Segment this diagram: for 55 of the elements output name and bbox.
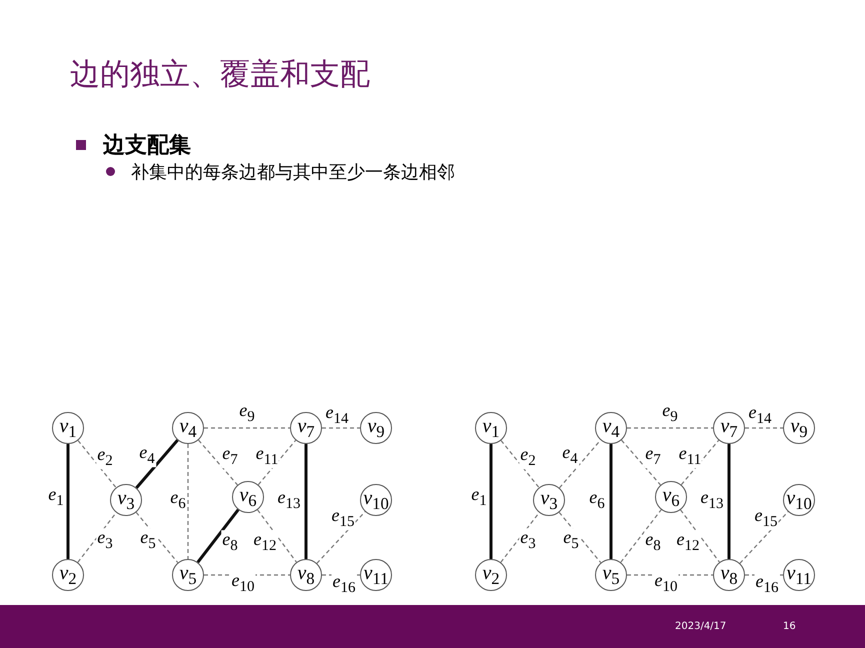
vertex-circle: v$_{4}$ — [595, 412, 627, 444]
vertex-circle: v$_{8}$ — [290, 559, 322, 591]
graph-edge — [610, 444, 612, 559]
vertex-circle: v$_{6}$ — [232, 481, 264, 513]
page-number: 16 — [783, 621, 796, 632]
graph-edge — [680, 509, 720, 563]
graph-edge — [135, 439, 179, 489]
date-text: 2023/4/17 — [675, 621, 726, 632]
vertex-circle: v$_{2}$ — [52, 559, 84, 591]
vertex-circle: v$_{9}$ — [783, 412, 815, 444]
vertex-circle: v$_{10}$ — [783, 484, 815, 516]
vertex-circle: v$_{11}$ — [360, 559, 392, 591]
graph-edge — [627, 427, 713, 429]
graph-edge — [680, 440, 720, 486]
graph-edge — [66, 444, 70, 559]
graph-edge — [490, 444, 492, 559]
bullet-heading: 边支配集 — [103, 132, 191, 160]
graph-edge — [620, 509, 662, 563]
graph-edge — [258, 440, 296, 486]
graph-edge — [77, 512, 117, 563]
graph-edge — [204, 427, 290, 429]
slide-title: 边的独立、覆盖和支配 — [70, 56, 370, 94]
vertex-circle: v$_{10}$ — [360, 484, 392, 516]
graph-edge — [322, 427, 360, 429]
vertex-circle: v$_{5}$ — [172, 559, 204, 591]
graph-edge — [558, 440, 602, 488]
vertex-circle: v$_{7}$ — [713, 412, 745, 444]
graph-edge — [728, 444, 730, 559]
vertex-circle: v$_{3}$ — [110, 484, 142, 516]
graph-edge — [257, 509, 297, 563]
vertex-circle: v$_{6}$ — [655, 481, 687, 513]
bullet-text: 补集中的每条边都与其中至少一条边相邻 — [131, 161, 455, 184]
vertex-circle: v$_{9}$ — [360, 412, 392, 444]
vertex-circle: v$_{1}$ — [52, 412, 84, 444]
vertex-circle: v$_{1}$ — [475, 412, 507, 444]
vertex-circle: v$_{8}$ — [713, 559, 745, 591]
vertex-circle: v$_{3}$ — [533, 484, 565, 516]
vertex-circle: v$_{2}$ — [475, 559, 507, 591]
graph-edge — [621, 440, 661, 486]
graph-edge — [500, 440, 540, 488]
vertex-circle: v$_{4}$ — [172, 412, 204, 444]
graph-edge — [304, 444, 308, 559]
graph-edge — [136, 512, 178, 564]
vertex-circle: v$_{7}$ — [290, 412, 322, 444]
vertex-circle: v$_{5}$ — [595, 559, 627, 591]
graph-edge — [187, 444, 189, 559]
graph-edge — [196, 508, 240, 564]
graph-edge — [558, 512, 602, 564]
vertex-circle: v$_{11}$ — [783, 559, 815, 591]
graph-edge — [198, 440, 238, 486]
graph-edge — [316, 511, 366, 564]
graph-edge — [739, 511, 789, 564]
graph-edge — [78, 440, 116, 488]
graph-edge — [745, 427, 783, 429]
graph-edge — [500, 512, 540, 563]
